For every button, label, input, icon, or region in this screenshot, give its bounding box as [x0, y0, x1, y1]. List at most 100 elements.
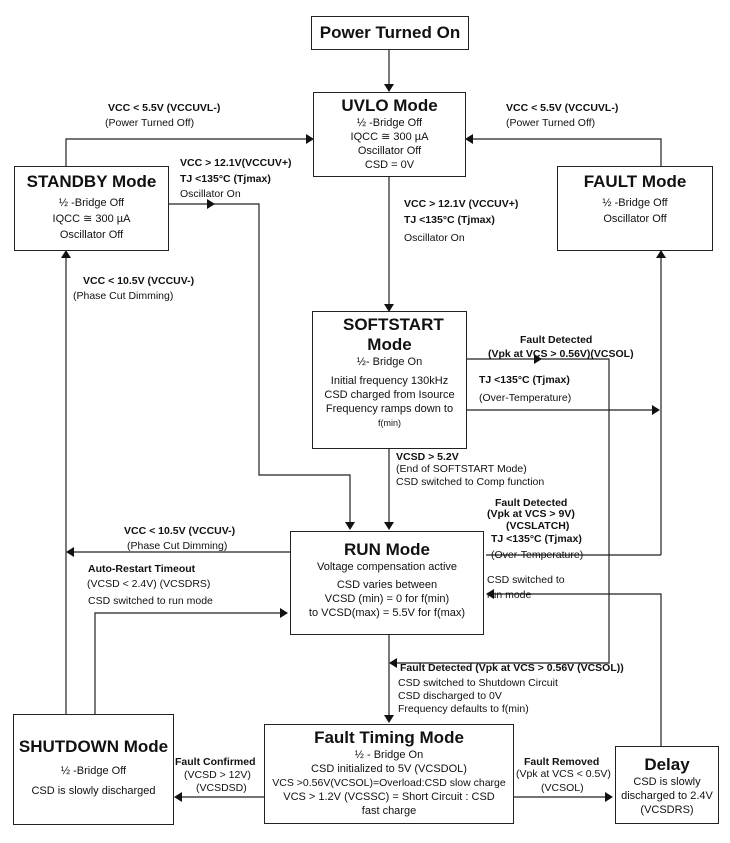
state-title: Fault Timing Mode: [314, 728, 464, 747]
state-line: Oscillator Off: [357, 145, 422, 157]
state-run: RUN Mode Voltage compensation active CSD…: [290, 531, 484, 635]
label-delay-run-note2: run mode: [487, 589, 532, 601]
state-line: (VCSDRS): [640, 804, 694, 816]
label-run-faulttiming-cond: Fault Detected (Vpk at VCS > 0.56V (VCSO…: [400, 662, 624, 674]
arrowhead: [534, 354, 542, 364]
state-power-on: Power Turned On: [311, 16, 469, 50]
arrowhead: [384, 84, 394, 92]
arrowhead: [306, 134, 314, 144]
label-standby-run-cond: VCC > 12.1V(VCCUV+): [180, 157, 292, 169]
label-delay-run-note1: CSD switched to: [487, 574, 565, 586]
state-line: CSD is slowly discharged: [31, 785, 156, 797]
label-run-latch-title: Fault Detected: [495, 497, 568, 509]
label-run-latch-ref: (VCSLATCH): [506, 520, 570, 532]
state-line: discharged to 2.4V: [621, 790, 713, 802]
label-softstart-overtemp-note: (Over-Temperature): [479, 392, 572, 404]
label-run-faulttiming-note3: Frequency defaults to f(min): [398, 703, 529, 715]
state-line: ½ -Bridge Off: [602, 197, 668, 209]
label-uvlo-softstart-cond: VCC > 12.1V (VCCUV+): [404, 198, 519, 210]
label-faulttiming-delay-ref: (VCSOL): [541, 782, 584, 794]
label-uvlo-softstart-temp: TJ <135°C (Tjmax): [404, 214, 495, 226]
label-softstart-overtemp-temp: TJ <135°C (Tjmax): [479, 374, 570, 386]
state-title: SHUTDOWN Mode: [18, 737, 169, 756]
arrowhead: [486, 589, 494, 599]
arrowhead: [384, 522, 394, 530]
state-line: ½ -Bridge Off: [60, 765, 127, 777]
state-fault: FAULT Mode ½ -Bridge Off Oscillator Off: [557, 166, 713, 251]
edge-standby-run: [168, 203, 351, 522]
arrowhead: [345, 522, 355, 530]
state-line: VCSD (min) = 0 for f(min): [324, 593, 450, 605]
label-softstart-run-comp: CSD switched to Comp function: [396, 476, 545, 488]
state-line: VCS > 1.2V (VCSSC) = Short Circuit : CSD: [283, 791, 495, 803]
label-run-standby-cond: VCC < 10.5V (VCCUV-): [124, 525, 236, 537]
label-softstart-run-note: (End of SOFTSTART Mode): [396, 463, 527, 475]
state-line: CSD varies between: [336, 579, 438, 591]
state-title: STANDBY Mode: [26, 172, 157, 191]
edge-delay-run: [494, 593, 662, 746]
state-line: CSD initialized to 5V (VCSDOL): [311, 763, 467, 775]
state-title: Delay: [644, 755, 690, 774]
label-shutdown-run-note: CSD switched to run mode: [88, 595, 213, 607]
label-uvlo-softstart-osc: Oscillator On: [404, 232, 465, 244]
label-standby-run-temp: TJ <135°C (Tjmax): [180, 173, 271, 185]
state-line: Initial frequency 130kHz: [330, 375, 449, 387]
label-standby-uvlo-cond: VCC < 5.5V (VCCUVL-): [108, 102, 221, 114]
label-standby-uvlo-note: (Power Turned Off): [105, 117, 195, 129]
state-line: Frequency ramps down to: [325, 403, 454, 415]
state-line: ½- Bridge On: [356, 356, 423, 368]
label-faulttiming-delay-title: Fault Removed: [524, 756, 600, 768]
state-line: Oscillator Off: [59, 229, 124, 241]
label-run-faulttiming-note1: CSD switched to Shutdown Circuit: [398, 677, 558, 689]
edge-shutdown-run: [94, 612, 280, 714]
state-line: IQCC ≅ 300 µA: [52, 213, 131, 225]
state-title: UVLO Mode: [341, 96, 438, 115]
label-faulttiming-shutdown-cond: (VCSD > 12V): [184, 769, 251, 781]
state-delay: Delay CSD is slowly discharged to 2.4V (…: [615, 746, 719, 824]
arrowhead: [66, 547, 74, 557]
label-fault-uvlo-note: (Power Turned Off): [506, 117, 596, 129]
arrowhead: [207, 199, 215, 209]
state-line: Voltage compensation active: [316, 561, 458, 573]
state-line: f(min): [378, 418, 401, 428]
arrowhead: [174, 792, 182, 802]
label-run-standby-upper-note: (Phase Cut Dimming): [73, 290, 174, 302]
label-run-latch-cond: (Vpk at VCS > 9V): [487, 508, 575, 520]
arrowhead: [384, 304, 394, 312]
arrowhead: [605, 792, 613, 802]
edge-standby-uvlo: [65, 138, 306, 166]
arrowhead: [384, 715, 394, 723]
state-line: CSD = 0V: [364, 159, 415, 171]
state-line: ½ -Bridge Off: [58, 197, 125, 209]
state-title: Power Turned On: [319, 23, 461, 42]
label-faulttiming-delay-cond: (Vpk at VCS < 0.5V): [516, 768, 611, 780]
label-run-latch-temp: TJ <135°C (Tjmax): [491, 533, 582, 545]
label-softstart-fault-cond: (Vpk at VCS > 0.56V)(VCSOL): [488, 348, 634, 360]
state-line: VCS >0.56V(VCSOL)=Overload:CSD slow char…: [272, 777, 506, 789]
label-standby-run-osc: Oscillator On: [180, 188, 241, 200]
state-line: IQCC ≅ 300 µA: [350, 131, 429, 143]
state-shutdown: SHUTDOWN Mode ½ -Bridge Off CSD is slowl…: [13, 714, 174, 825]
state-fault-timing: Fault Timing Mode ½ - Bridge On CSD init…: [264, 724, 514, 824]
label-run-faulttiming-note2: CSD discharged to 0V: [398, 690, 502, 702]
state-title: FAULT Mode: [583, 172, 687, 191]
label-shutdown-run-title: Auto-Restart Timeout: [88, 563, 196, 575]
arrowhead: [280, 608, 288, 618]
state-standby: STANDBY Mode ½ -Bridge Off IQCC ≅ 300 µA…: [14, 166, 169, 251]
edge-fault-uvlo: [473, 138, 662, 166]
state-line: CSD is slowly: [633, 776, 701, 788]
label-softstart-run-cond: VCSD > 5.2V: [396, 451, 459, 463]
label-run-standby-upper-cond: VCC < 10.5V (VCCUV-): [83, 275, 195, 287]
arrowhead: [61, 250, 71, 258]
label-softstart-fault-title: Fault Detected: [520, 334, 593, 346]
label-shutdown-run-cond: (VCSD < 2.4V) (VCSDRS): [87, 578, 211, 590]
state-title: RUN Mode: [344, 540, 430, 559]
arrowhead: [656, 250, 666, 258]
state-line: fast charge: [361, 805, 417, 817]
state-line: ½ -Bridge Off: [356, 117, 423, 129]
label-run-latch-note: (Over-Temperature): [491, 549, 584, 561]
label-faulttiming-shutdown-ref: (VCSDSD): [196, 782, 247, 794]
label-faulttiming-shutdown-title: Fault Confirmed: [175, 756, 256, 768]
state-line: CSD charged from Isource: [324, 389, 455, 401]
state-line: ½ - Bridge On: [354, 749, 424, 761]
